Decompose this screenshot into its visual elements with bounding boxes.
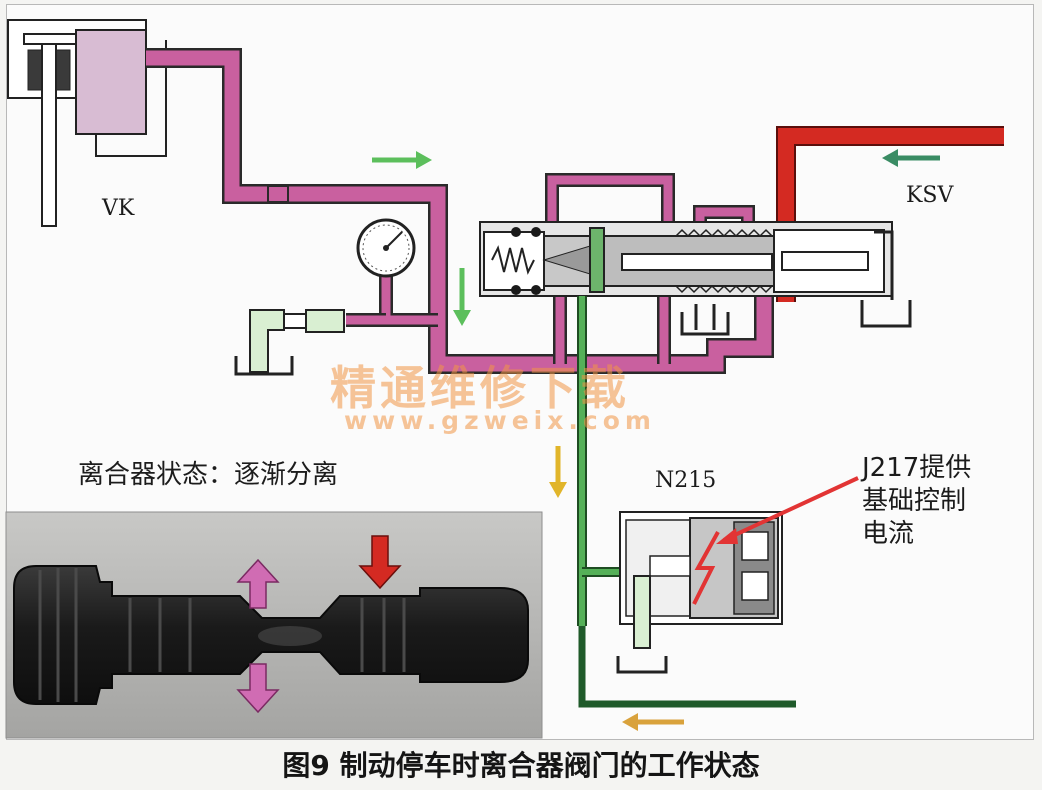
return-line	[578, 626, 796, 708]
watermark-url: www.gzweix.com	[344, 406, 656, 435]
vk-clutch-cylinder	[7, 19, 167, 227]
j217-pointer-arrowhead	[716, 528, 738, 544]
throttle-valve-left	[234, 309, 345, 376]
vk-label: VK	[102, 196, 135, 221]
ksv-label: KSV	[906, 183, 954, 208]
clutch-valve-body	[479, 221, 893, 297]
n215-label: N215	[655, 468, 717, 493]
pressure-gauge	[356, 218, 416, 278]
flow-arrow-orange-left	[622, 713, 684, 731]
watermark-text: 精通维修下载	[330, 361, 630, 415]
line-pressure-circuit	[146, 48, 774, 374]
j217-label: J217提供 基础控制 电流	[862, 453, 972, 549]
flow-arrow-green-down	[453, 268, 471, 326]
figure-caption: 图9 制动停车时离合器阀门的工作状态	[282, 749, 760, 782]
j217-pointer-arrow	[723, 476, 859, 542]
n215-solenoid-valve	[616, 511, 783, 674]
reservoir-symbols	[680, 230, 912, 336]
flow-arrow-green-right	[372, 151, 432, 169]
flow-arrow-teal-left	[882, 149, 940, 167]
spool-photo	[5, 511, 543, 739]
control-pressure-line	[577, 296, 620, 626]
flow-arrow-yellow-down	[549, 446, 567, 498]
clutch-state-label: 离合器状态：逐渐分离	[78, 460, 339, 490]
